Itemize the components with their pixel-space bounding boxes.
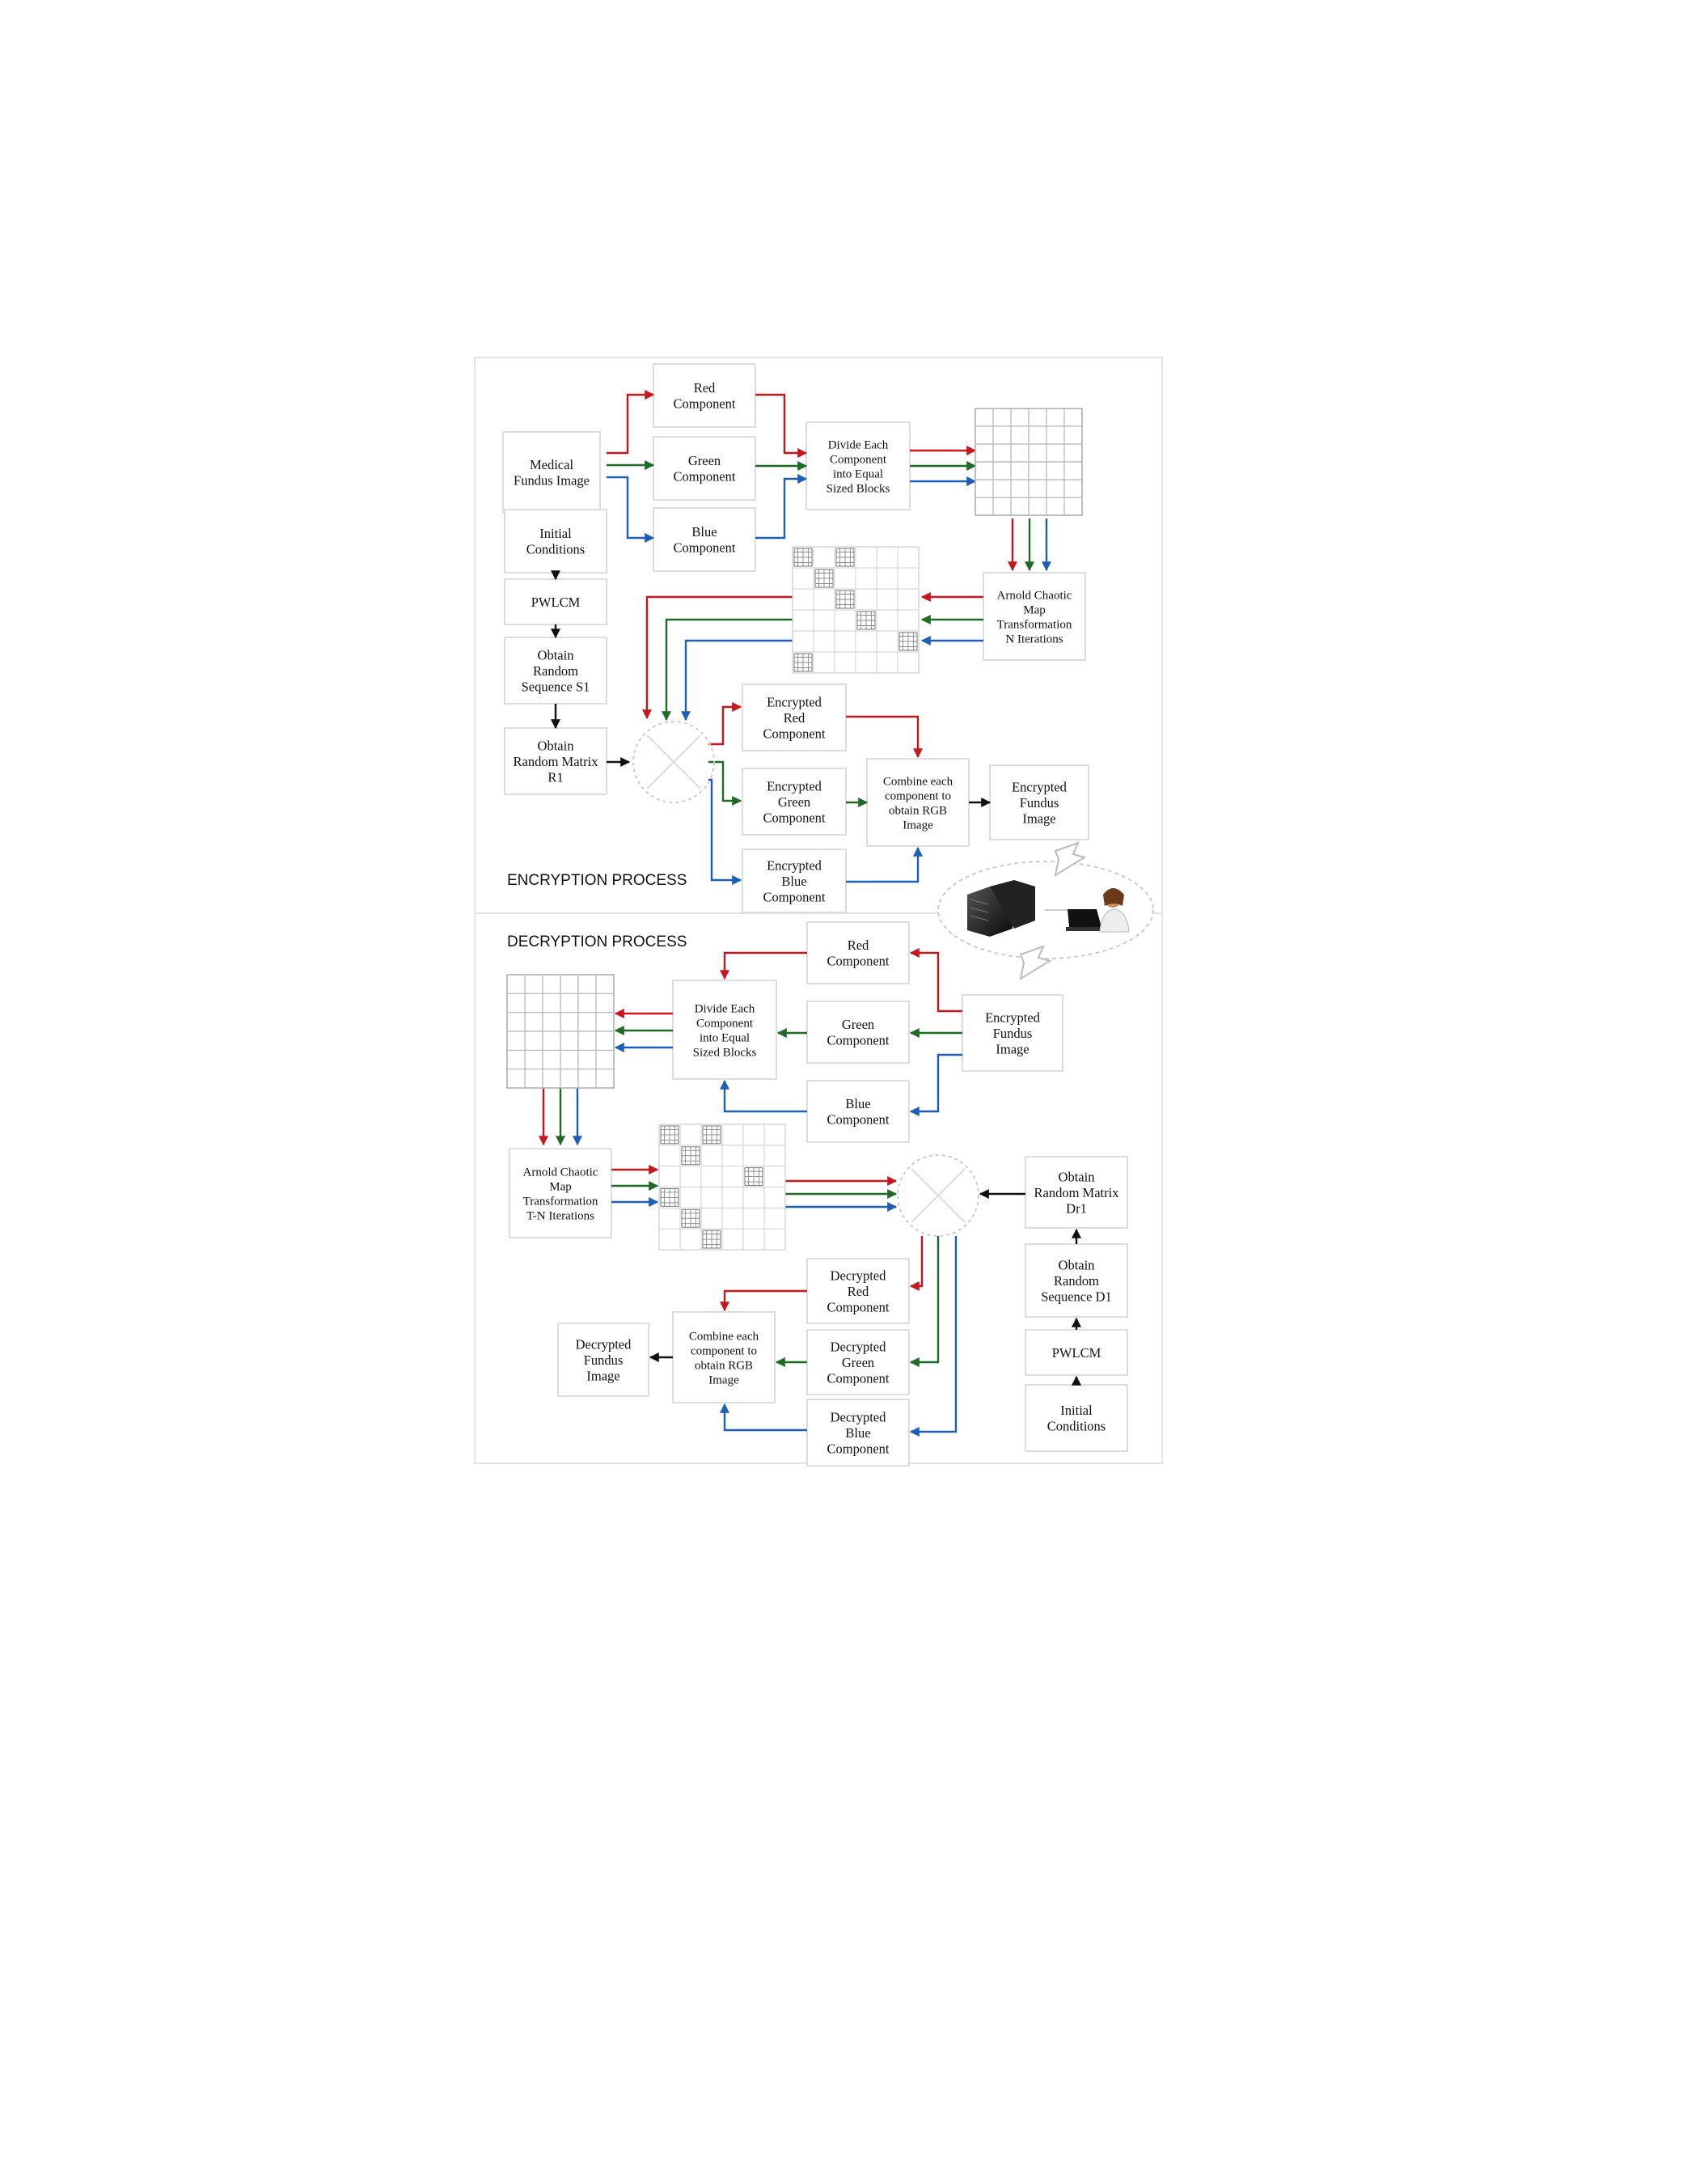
arrow-red-split: [607, 390, 655, 455]
arrow-green-to-xor: [662, 618, 793, 722]
arrow-dec-red-split: [909, 948, 962, 1013]
arrow-blue-to-xor: [681, 639, 793, 722]
arrow-dec-blue-to-divide: [720, 1079, 807, 1113]
encryption-title: ENCRYPTION PROCESS: [507, 872, 687, 889]
arrow-enc-blue-to-combine: [846, 846, 923, 883]
xor-icon: [632, 721, 715, 803]
dec-block-grid-icon: [506, 974, 615, 1089]
arrow-enc-red-to-combine: [846, 715, 923, 759]
dec-scrambled-grid-icon: [658, 1124, 786, 1251]
xor-icon: [897, 1154, 979, 1237]
arrow-dec-red-to-divide: [720, 951, 807, 980]
user-laptop-icon: [1066, 888, 1130, 933]
dec-pwlcm-label: PWLCM: [1052, 1345, 1101, 1361]
arrow-red-to-xor: [642, 595, 793, 720]
server-icon: [967, 880, 1035, 937]
arrow-xor-to-enc-red: [708, 702, 742, 746]
arrow-dec-xor-to-green: [909, 1236, 940, 1367]
arrow-xor-to-enc-green: [708, 760, 742, 806]
arrow-blue-split: [607, 476, 655, 543]
enc-pwlcm-box: PWLCM: [504, 578, 607, 625]
enc-scrambled-grid-icon: [792, 546, 920, 674]
enc-pwlcm-label: PWLCM: [531, 595, 581, 610]
arrow-dec-xor-to-red: [909, 1236, 924, 1291]
arrow-blue-to-divide: [755, 474, 808, 540]
dec-pwlcm-box: PWLCM: [1025, 1329, 1128, 1376]
arrow-red-to-divide: [755, 393, 808, 458]
arrow-dec-blue-split: [909, 1053, 962, 1116]
decryption-title: DECRYPTION PROCESS: [507, 933, 687, 950]
arrow-dec-red-to-combine: [720, 1289, 807, 1312]
arrow-xor-to-enc-blue: [708, 778, 742, 885]
arrow-dec-blue-to-combine: [720, 1403, 807, 1432]
enc-block-grid-icon: [975, 408, 1083, 516]
arrow-dec-xor-to-blue: [909, 1236, 958, 1437]
